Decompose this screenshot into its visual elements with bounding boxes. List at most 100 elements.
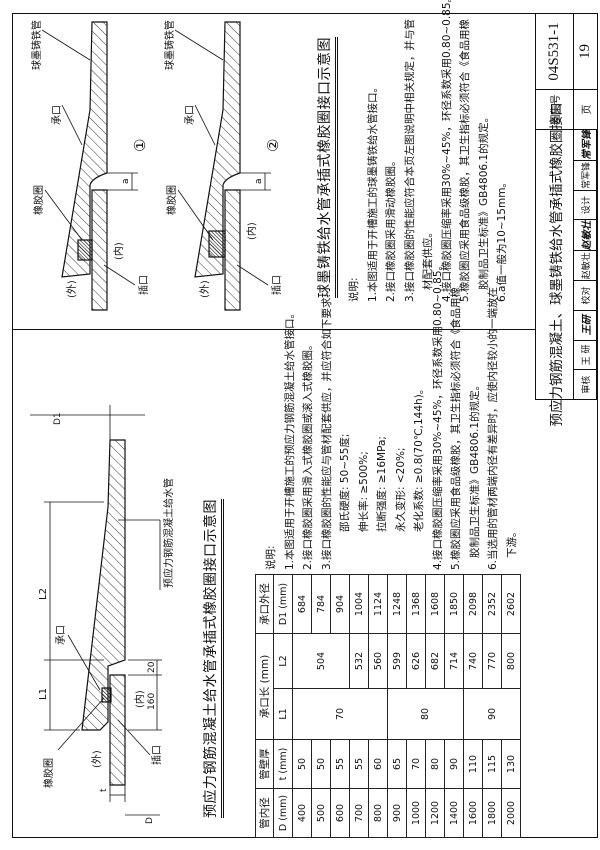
label-socket: 承口	[55, 625, 67, 645]
signature-role: 设计	[574, 189, 596, 220]
cell-socket-od: 1368	[406, 574, 426, 634]
label-spigot-1: 插口	[137, 275, 150, 295]
cell-wall: 130	[501, 739, 521, 789]
cell-socket-od: 784	[311, 574, 331, 634]
label-inside-2: (内)	[245, 222, 258, 240]
note-line: 3.接口橡胶圈的性能应符合本页左图说明中相关规定，并与管	[403, 18, 416, 302]
ductile-spigot-1	[91, 189, 108, 311]
cell-inner-dia: 1400	[444, 788, 464, 838]
signature-mark: 常军锋	[581, 129, 593, 160]
atlas-number: 04S531-1	[536, 14, 574, 89]
cell-socket-od: 2098	[463, 574, 483, 634]
cell-l2: 599	[387, 633, 407, 689]
ductile-socket-1	[61, 21, 108, 278]
note-line: 1.本图适用于开槽施工的预应力钢筋混凝土给水管接口。	[283, 307, 296, 570]
label-t: t	[99, 788, 109, 792]
header-inner-dia-unit: D (mm)	[273, 788, 293, 838]
label-spigot: 插口	[150, 745, 163, 765]
cell-l2: 504	[292, 633, 350, 689]
note-line: 永久变形: <20%;	[394, 447, 407, 532]
cell-wall: 50	[292, 739, 312, 789]
label-gasket-2: 橡胶圈	[165, 185, 178, 215]
header-socket-od-unit: D1 (mm)	[273, 574, 293, 634]
cell-wall: 65	[387, 739, 407, 789]
cell-wall: 60	[368, 739, 388, 789]
label-fig-1: ①	[131, 139, 149, 152]
cell-inner-dia: 400	[292, 788, 312, 838]
signature-name: 常军锋	[574, 159, 596, 190]
label-inside-1: (内)	[112, 242, 125, 260]
label-d1: D1	[53, 412, 63, 425]
cell-l2: 800	[501, 633, 521, 689]
ductile-joint-diagram-2: 球墨铸铁管 承口 橡胶圈 插口 (外) (内) a ②	[163, 20, 283, 311]
concrete-section-title: 预应力钢筋混凝土给水管承插式橡胶圈接口示意图	[200, 499, 224, 818]
note-line: 胶制品卫生标准》GB4806.1的规定。	[477, 111, 490, 290]
cell-wall: 70	[406, 739, 426, 789]
cell-inner-dia: 1000	[406, 788, 426, 838]
signature-name: 王 研	[574, 339, 596, 370]
cell-inner-dia: 800	[368, 788, 388, 838]
signature-mark: 王研	[574, 309, 596, 340]
cell-inner-dia: 1600	[463, 788, 483, 838]
note-line: 伸长率: ≥500%;	[357, 451, 370, 532]
cell-l2: 560	[368, 633, 388, 689]
label-socket-1: 承口	[51, 105, 63, 125]
cell-socket-od: 1850	[444, 574, 464, 634]
header-wall-unit: t (mm)	[273, 739, 293, 789]
header-wall: 管壁厚	[255, 739, 274, 789]
cell-l1: 80	[387, 688, 464, 740]
ductile-notes: 说明: 1.本图适用于开槽施工的球墨铸铁给水管接口。2.接口橡胶圈采用滑动橡胶圈…	[345, 0, 512, 302]
ductile-spigot-2	[224, 189, 241, 311]
cell-inner-dia: 2000	[501, 788, 521, 838]
cell-l2: 532	[349, 633, 369, 689]
cell-socket-od: 904	[330, 574, 350, 634]
note-line: 4.接口橡胶圈压缩率采用30%~45%，环径系数采用0.80~0.85。	[431, 259, 444, 570]
note-line: 2.接口橡胶圈采用滑动橡胶圈。	[385, 155, 397, 302]
note-line: 邵氏硬度: 50~55度;	[339, 433, 351, 532]
page-number: 19	[577, 44, 593, 59]
concrete-spigot	[109, 674, 126, 786]
note-line: 4.接口橡胶圈压缩率采用30%~45%，环径系数采用0.80~0.85。	[440, 0, 453, 302]
concrete-socket	[81, 439, 126, 731]
cell-socket-od: 2602	[501, 574, 521, 634]
note-line: 老化系数: ≥0.8(70℃,144h)。	[413, 383, 425, 532]
ductile-gasket-1	[77, 239, 93, 261]
cell-wall: 115	[482, 739, 502, 789]
cell-wall: 110	[463, 739, 483, 789]
label-l1: L1	[38, 688, 49, 700]
signature-role: 审核	[574, 369, 596, 399]
note-line: 6.a值一般为10~15mm。	[496, 177, 508, 302]
cell-inner-dia: 500	[311, 788, 331, 838]
concrete-joint-diagram: 橡胶圈 承口 插口 (外) (内) 预应力钢筋混凝土给水管 L1 L2 160 …	[30, 405, 175, 824]
note-line: 2.接口橡胶圈采用滑入式橡胶圈或滚入式橡胶圈。	[302, 339, 314, 570]
atlas-label: 图集号	[536, 89, 574, 129]
cell-l1: 90	[463, 688, 521, 740]
label-outside-2: (外)	[199, 280, 211, 298]
label-spigot-2: 插口	[270, 275, 283, 295]
title-block: 预应力钢筋混凝土、球墨铸铁给水管承插式橡胶圈接口 图集号 04S531-1 审核…	[535, 13, 598, 427]
note-line: 3.接口橡胶圈的性能应与管材配套供应，并应符合如下要求:	[320, 293, 333, 570]
label-outside: (外)	[91, 750, 103, 768]
cell-inner-dia: 1800	[482, 788, 502, 838]
cell-l2: 626	[406, 633, 426, 689]
note-line: 材配套供应。	[422, 227, 434, 290]
note-line: 胶制品卫生标准》GB4806.1的规定。	[468, 379, 481, 558]
notes-title: 说明:	[265, 545, 277, 570]
signature-name: 赵敏壮	[574, 250, 596, 281]
label-socket-2: 承口	[184, 105, 196, 125]
concrete-gasket	[101, 687, 112, 703]
label-d: D	[145, 817, 155, 824]
label-gasket-1: 橡胶圈	[32, 185, 45, 215]
sheet-title: 预应力钢筋混凝土、球墨铸铁给水管承插式橡胶圈接口	[536, 103, 574, 427]
cell-l1: 70	[292, 688, 388, 740]
label-fig-2: ②	[264, 139, 282, 152]
note-line: 拉断强度: ≥16MPa;	[376, 436, 388, 532]
signature-row: 审核王 研王研校对赵敏壮赵敏壮设计常军锋常军锋	[574, 129, 597, 399]
cell-socket-od: 1124	[368, 574, 388, 634]
cell-wall: 50	[311, 739, 331, 789]
label-gasket: 橡胶圈	[42, 758, 55, 788]
